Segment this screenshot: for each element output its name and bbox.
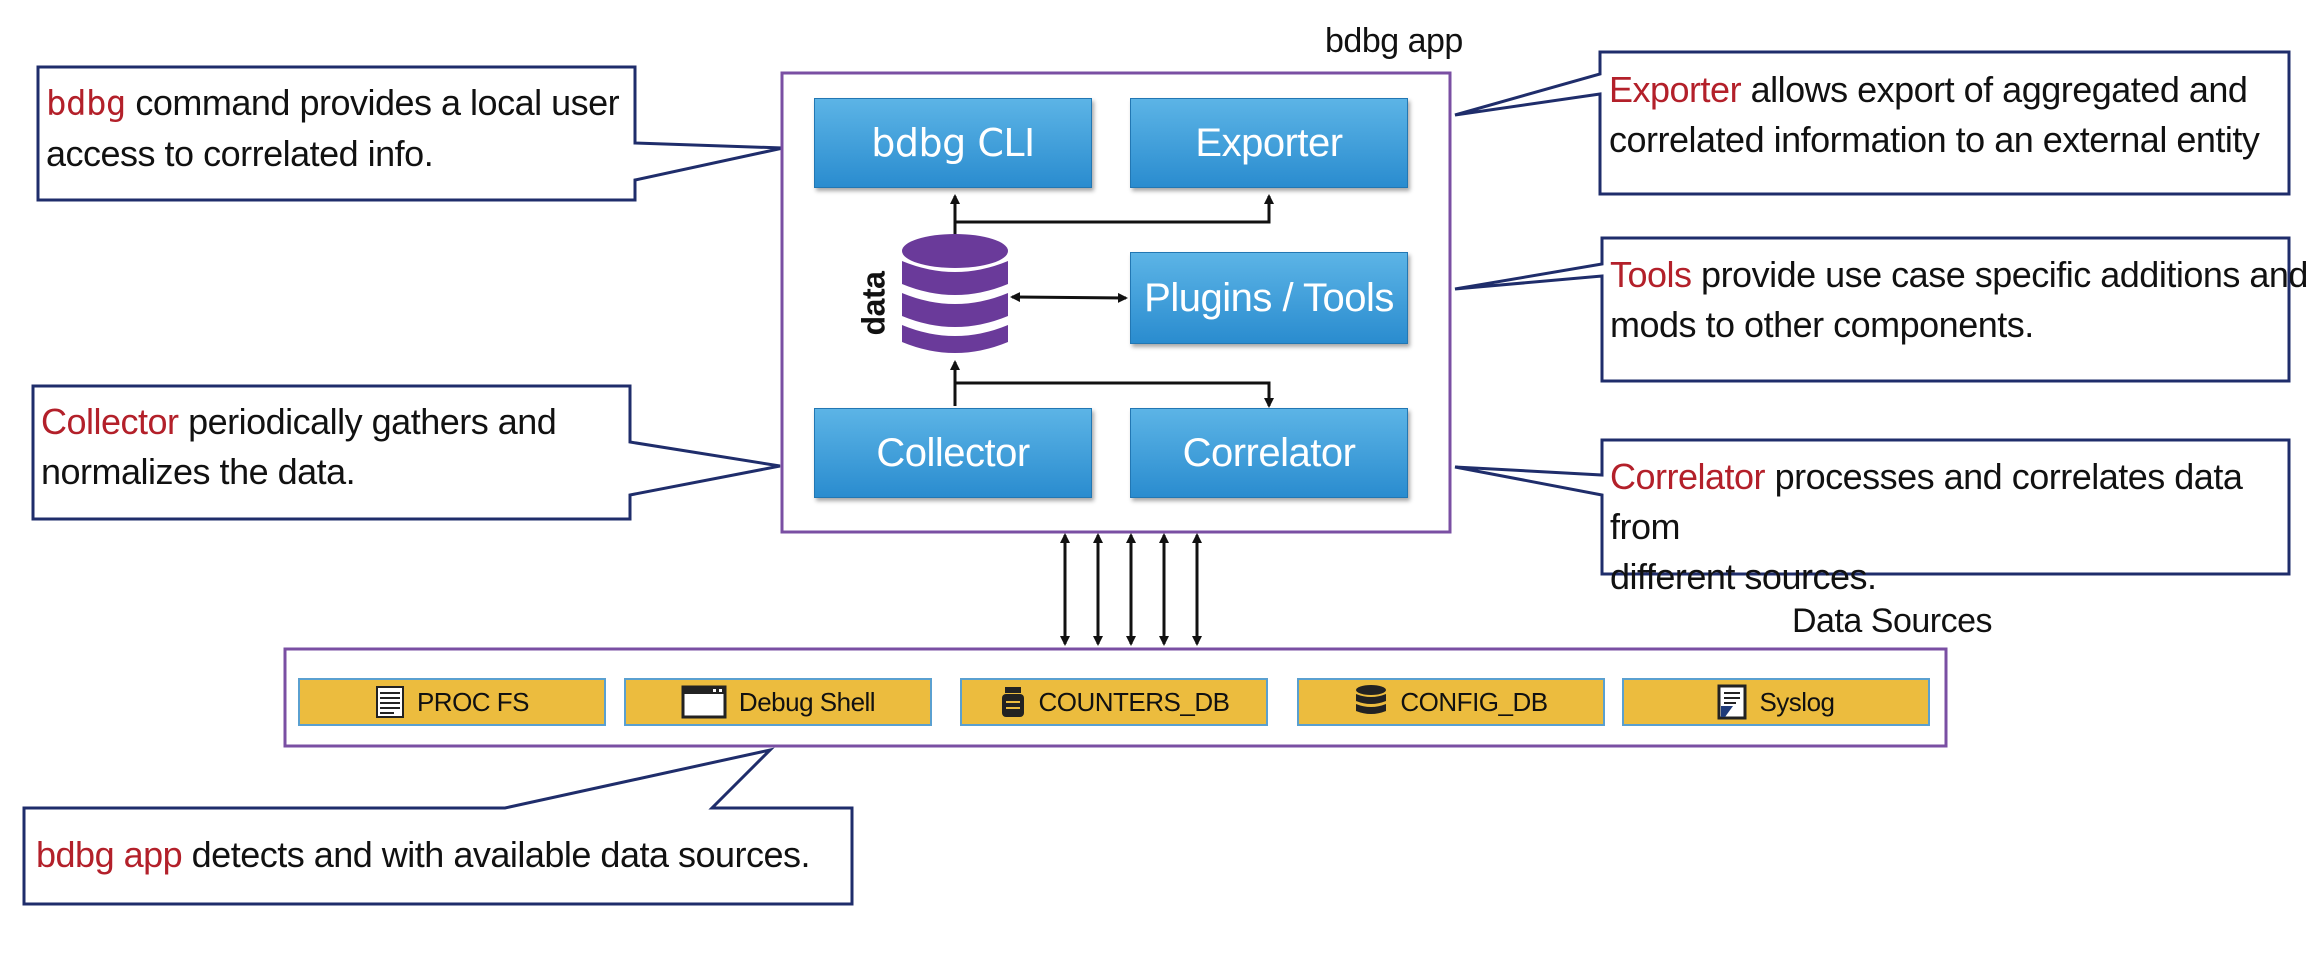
- log-document-icon: [1717, 684, 1747, 720]
- callout-line: allows export of aggregated and: [1741, 69, 2248, 110]
- database-icon: [902, 234, 1008, 353]
- source-label: CONFIG_DB: [1400, 686, 1548, 717]
- source-syslog: Syslog: [1622, 678, 1930, 726]
- callout-app-shape: [22, 747, 854, 906]
- source-counters-db: COUNTERS_DB: [960, 678, 1268, 726]
- callout-tools-shape: [1454, 236, 2291, 383]
- source-label: PROC FS: [416, 686, 530, 717]
- plugins-tools-component: Plugins / Tools: [1130, 252, 1408, 344]
- source-debug-shell: Debug Shell: [624, 678, 932, 726]
- database-icon: [1356, 685, 1387, 714]
- callout-highlight: Tools: [1610, 254, 1692, 295]
- callout-line: detects and with available data sources.: [182, 834, 811, 875]
- exporter-component: Exporter: [1130, 98, 1408, 188]
- collector-component: Collector: [814, 408, 1092, 498]
- callout-collector-shape: [31, 384, 781, 521]
- callout-highlight: bdbg app: [36, 834, 183, 875]
- callout-line: provide use case specific additions and: [1691, 254, 2308, 295]
- correlator-component: Correlator: [1130, 408, 1408, 498]
- callout-highlight: Exporter: [1609, 69, 1742, 110]
- callout-line: different sources.: [1610, 556, 1877, 597]
- bdbg-cli-component: bdbg CLI: [814, 98, 1092, 188]
- callout-highlight: bdbg: [46, 84, 126, 124]
- callout-line: processes and correlates data from: [1610, 456, 2243, 547]
- callout-correlator-shape: [1454, 438, 2291, 576]
- callout-line: access to correlated info.: [46, 133, 434, 174]
- source-label: COUNTERS_DB: [1038, 686, 1230, 717]
- binary-file-icon: [375, 686, 404, 718]
- callout-app: bdbg app detects and with available data…: [36, 830, 811, 880]
- source-config-db: CONFIG_DB: [1297, 678, 1605, 726]
- callout-line: normalizes the data.: [41, 451, 356, 492]
- data-sources-frame: [283, 647, 1948, 748]
- db-label: data: [855, 271, 892, 336]
- callout-cli-shape: [36, 65, 784, 202]
- callout-line: periodically gathers and: [178, 401, 557, 442]
- callout-line: correlated information to an external en…: [1609, 119, 2260, 160]
- callout-correlator: Correlator processes and correlates data…: [1610, 452, 2312, 602]
- source-proc-fs: PROC FS: [298, 678, 606, 726]
- source-label: Syslog: [1759, 686, 1835, 717]
- callout-exporter-shape: [1454, 50, 2291, 196]
- callout-cli: bdbg command provides a local user acces…: [46, 78, 620, 179]
- callout-line: mods to other components.: [1610, 304, 2034, 345]
- data-sources-label: Data Sources: [1792, 602, 1993, 640]
- callout-line: command provides a local user: [125, 82, 620, 123]
- callout-exporter: Exporter allows export of aggregated and…: [1609, 65, 2260, 165]
- terminal-window-icon: [681, 685, 727, 719]
- app-label: bdbg app: [1325, 22, 1463, 60]
- app-frame: [780, 71, 1452, 534]
- database-jar-icon: [1001, 687, 1024, 717]
- callout-highlight: Correlator: [1610, 456, 1766, 497]
- callout-collector: Collector periodically gathers and norma…: [41, 397, 557, 497]
- callout-highlight: Collector: [41, 401, 179, 442]
- source-label: Debug Shell: [738, 686, 876, 717]
- callout-tools: Tools provide use case specific addition…: [1610, 250, 2308, 350]
